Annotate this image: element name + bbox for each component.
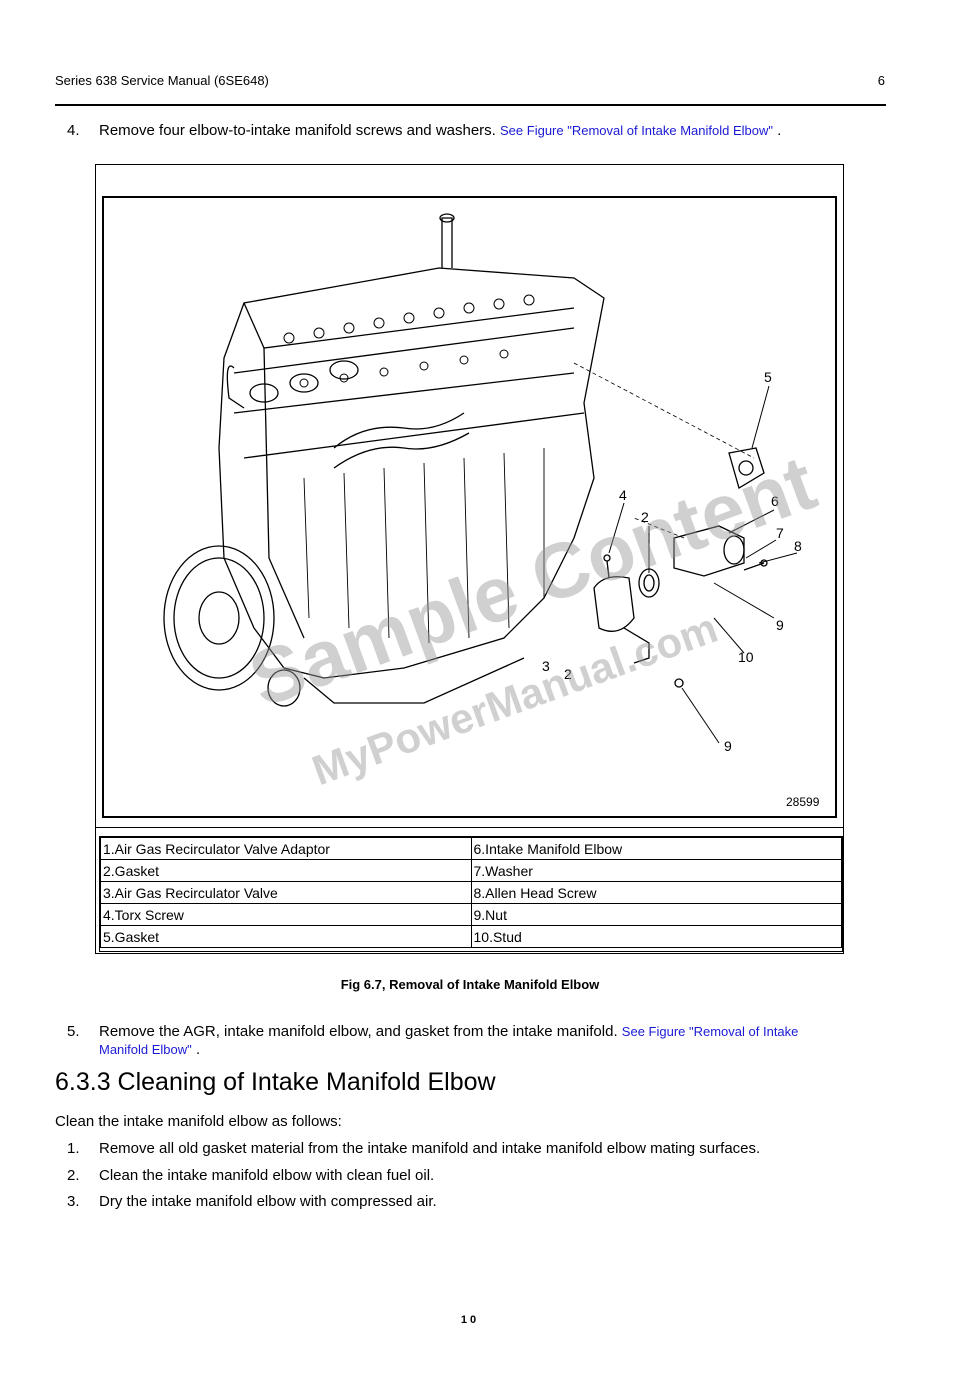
- header-rule: [55, 104, 886, 106]
- callout-9a: 9: [776, 617, 784, 633]
- callout-7: 7: [776, 525, 784, 541]
- section-intro: Clean the intake manifold elbow as follo…: [55, 1113, 342, 1130]
- callout-9b: 9: [724, 738, 732, 754]
- list-number: 2.: [67, 1167, 80, 1184]
- table-row: 4.Torx Screw 9.Nut: [100, 903, 842, 926]
- legend-cell: 10.Stud: [470, 925, 842, 948]
- callout-2: 2: [641, 509, 649, 525]
- list-number: 3.: [67, 1193, 80, 1210]
- legend-cell: 2.Gasket: [100, 859, 472, 882]
- list-number: 1.: [67, 1140, 80, 1157]
- callout-5: 5: [764, 369, 772, 385]
- callout-8: 8: [794, 538, 802, 554]
- section-heading: 6.3.3 Cleaning of Intake Manifold Elbow: [55, 1068, 496, 1096]
- legend-cell: 3.Air Gas Recirculator Valve: [100, 881, 472, 904]
- figure-link[interactable]: See Figure "Removal of Intake: [621, 1024, 799, 1039]
- step-number: 4.: [67, 122, 80, 139]
- step-punct: .: [773, 122, 782, 139]
- figure-caption: Fig 6.7, Removal of Intake Manifold Elbo…: [340, 977, 600, 992]
- table-row: 3.Air Gas Recirculator Valve 8.Allen Hea…: [100, 881, 842, 904]
- callout-10: 10: [738, 649, 754, 665]
- legend-cell: 4.Torx Screw: [100, 903, 472, 926]
- list-text: Dry the intake manifold elbow with compr…: [99, 1193, 437, 1210]
- legend-cell: 9.Nut: [470, 903, 842, 926]
- running-header-title: Series 638 Service Manual (6SE648): [55, 73, 269, 88]
- legend-cell: 7.Washer: [470, 859, 842, 882]
- figure-illustration: 5 4 2 6 7 8 9 10 3 2 9 28599: [102, 196, 837, 818]
- legend-table: 1.Air Gas Recirculator Valve Adaptor 6.I…: [100, 837, 842, 948]
- figure-link[interactable]: Manifold Elbow": [99, 1042, 192, 1057]
- running-header-page: 6: [877, 73, 885, 88]
- step-number: 5.: [67, 1023, 80, 1040]
- step-text: Remove the AGR, intake manifold elbow, a…: [99, 1023, 618, 1040]
- callout-4: 4: [619, 487, 627, 503]
- table-row: 5.Gasket 10.Stud: [100, 925, 842, 948]
- drawing-number: 28599: [786, 795, 820, 809]
- callout-6: 6: [771, 493, 779, 509]
- list-text: Clean the intake manifold elbow with cle…: [99, 1167, 435, 1184]
- legend-cell: 1.Air Gas Recirculator Valve Adaptor: [100, 837, 472, 860]
- legend-cell: 8.Allen Head Screw: [470, 881, 842, 904]
- legend-cell: 5.Gasket: [100, 925, 472, 948]
- figure-frame: [95, 164, 844, 954]
- table-row: 2.Gasket 7.Washer: [100, 859, 842, 882]
- list-text: Remove all old gasket material from the …: [99, 1140, 761, 1157]
- page-number: 10: [460, 1314, 480, 1326]
- figure-separator: [96, 827, 843, 828]
- table-row: 1.Air Gas Recirculator Valve Adaptor 6.I…: [100, 837, 842, 860]
- step-text: Remove four elbow-to-intake manifold scr…: [99, 122, 496, 139]
- engine-exploded-drawing: 5 4 2 6 7 8 9 10 3 2 9 28599: [163, 213, 820, 809]
- callout-2b: 2: [564, 666, 572, 682]
- legend-frame: [99, 836, 843, 952]
- step-punct: .: [191, 1041, 201, 1058]
- figure-link[interactable]: See Figure "Removal of Intake Manifold E…: [500, 123, 773, 138]
- legend-cell: 6.Intake Manifold Elbow: [470, 837, 842, 860]
- callout-labels: 5 4 2 6 7 8 9 10 3 2 9: [542, 369, 802, 754]
- callout-3: 3: [542, 658, 550, 674]
